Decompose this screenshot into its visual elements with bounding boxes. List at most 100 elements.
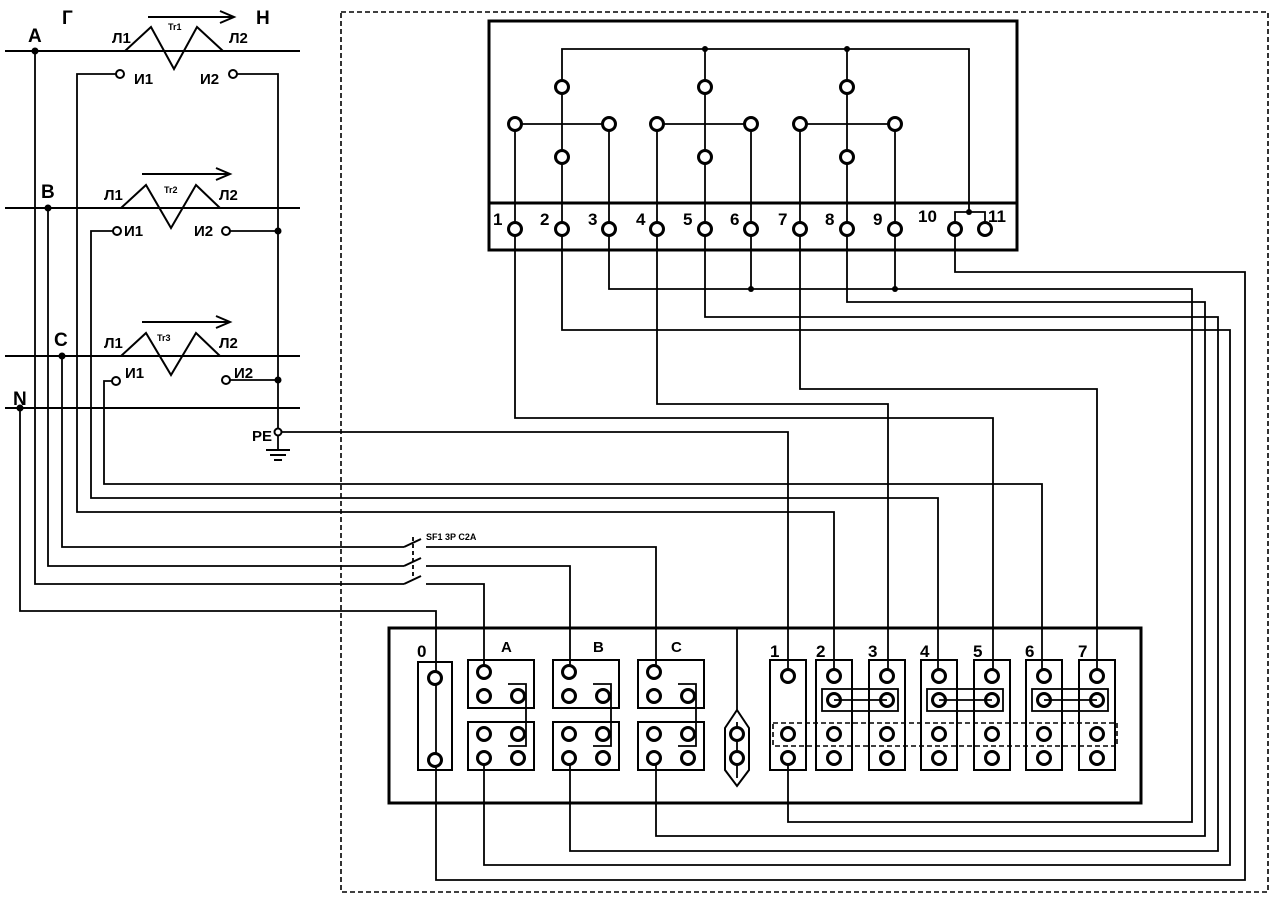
phase-terminal [595, 688, 611, 704]
ct-label-i2: И2 [234, 365, 253, 382]
phase-terminal [476, 750, 492, 766]
phase-terminal [476, 726, 492, 742]
phase-terminal [680, 750, 696, 766]
terminal-link-2-3 [821, 688, 899, 712]
meter-terminal-9 [887, 221, 903, 237]
current-terminal [984, 726, 1000, 742]
current-shorting-link [772, 722, 1118, 747]
phase-terminal [561, 664, 577, 680]
meter-internal-terminal [697, 149, 713, 165]
current-terminal [826, 750, 842, 766]
junction-dot [892, 286, 898, 292]
current-terminal-5: 5 [973, 642, 1011, 771]
zero-terminal [427, 752, 443, 768]
current-terminal [780, 750, 796, 766]
phase-terminal [476, 688, 492, 704]
meter-body [487, 19, 1019, 252]
meter-terminal-label: 8 [825, 210, 834, 229]
ct-primary-winding [124, 25, 224, 72]
ct-terminal [221, 375, 231, 385]
current-terminal [984, 750, 1000, 766]
current-terminal-3: 3 [868, 642, 906, 771]
phase-terminal-frame [552, 659, 620, 709]
current-terminal-6: 6 [1025, 642, 1063, 771]
wire-m2 [483, 236, 1231, 866]
meter-internal-terminal [554, 149, 570, 165]
current-terminal [780, 668, 796, 684]
current-terminal-label: 5 [973, 642, 982, 661]
phase-terminal [561, 688, 577, 704]
current-terminal [780, 726, 796, 742]
phase-terminal [646, 664, 662, 680]
terminal-link-4-5 [926, 688, 1004, 712]
current-terminal-label: 7 [1078, 642, 1087, 661]
ct-name: Tr1 [168, 22, 182, 32]
bus-label-b: B [41, 182, 55, 203]
pe-ground: PE [252, 427, 789, 676]
ct-i2-common-wire [233, 73, 279, 432]
meter-internal-terminal [839, 79, 855, 95]
current-terminal [879, 750, 895, 766]
wire-m8 [655, 236, 1206, 837]
current-terminal [1089, 750, 1105, 766]
meter-terminal-label: 5 [683, 210, 692, 229]
ct-primary-winding [120, 331, 221, 377]
meter-terminal-6 [743, 221, 759, 237]
arrow-head-icon [215, 315, 233, 329]
meter-voltage-bus [561, 48, 970, 212]
bus-label-n: N [13, 389, 27, 410]
phase-terminal-frame [552, 721, 620, 771]
phase-terminal [595, 750, 611, 766]
breaker-out-c [426, 546, 657, 676]
wire-m7 [799, 236, 1098, 676]
shorting-bar [724, 628, 750, 788]
arrow-head-icon [215, 167, 233, 181]
phase-label-b: B [593, 639, 604, 656]
current-terminal [879, 668, 895, 684]
junction-dot [31, 47, 39, 55]
ct-label-l2: Л2 [229, 30, 248, 47]
busbar-section: A Г Н B C N Tr1 Л1 [5, 8, 1043, 760]
phase-block-b: B [552, 639, 620, 771]
current-terminal-7: 7 [1078, 642, 1116, 771]
current-terminal [879, 726, 895, 742]
current-terminal [1036, 750, 1052, 766]
ct3-i1-wire [103, 380, 1043, 676]
meter-internal-terminal [649, 116, 665, 132]
current-terminal-frame [868, 659, 906, 771]
current-terminal-frame [1025, 659, 1063, 771]
ct-terminal [228, 69, 238, 79]
bus-label-a: A [28, 26, 42, 47]
meter-terminal-label: 4 [636, 210, 646, 229]
phase-terminal [646, 726, 662, 742]
meter-terminal-5 [697, 221, 713, 237]
current-terminal-label: 3 [868, 642, 877, 661]
meter-terminal-label: 2 [540, 210, 549, 229]
phase-terminal [510, 750, 526, 766]
meter-terminal-label: 10 [918, 207, 937, 226]
ct-label-i2: И2 [194, 223, 213, 240]
tap-wire-b [47, 208, 404, 567]
current-terminal-label: 2 [816, 642, 825, 661]
wire-m10 [435, 236, 1246, 881]
junction-dot [44, 204, 52, 212]
breaker-contact [403, 538, 422, 548]
interconnect-wiring [435, 236, 1246, 881]
meter-terminal-3 [601, 221, 617, 237]
zero-terminal-frame [417, 661, 453, 771]
current-terminal-label: 6 [1025, 642, 1034, 661]
current-terminal-2: 2 [815, 642, 853, 771]
phase-terminal [595, 726, 611, 742]
zero-terminal [427, 670, 443, 686]
phase-link [593, 683, 612, 747]
ct-terminal [221, 226, 231, 236]
ct1-i1-wire [76, 73, 835, 676]
current-terminal-4: 4 [920, 642, 958, 771]
pe-wire [282, 431, 789, 676]
meter-terminal-1 [507, 221, 523, 237]
meter-terminal-8 [839, 221, 855, 237]
phase-block-a: A [467, 639, 535, 771]
wire-m5 [569, 236, 1219, 852]
breaker-label: SF1 3P C2A [426, 532, 477, 542]
